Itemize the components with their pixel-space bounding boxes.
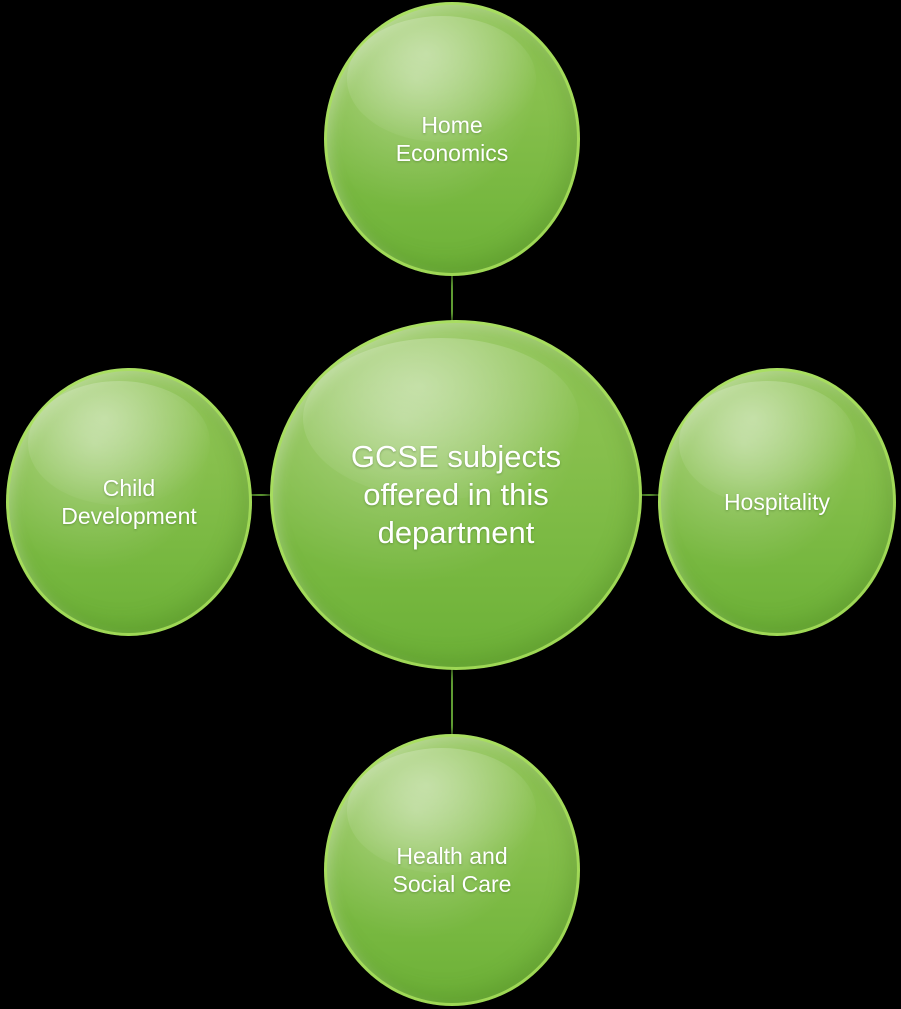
connector-hub-to-right	[636, 494, 664, 496]
connector-hub-to-top	[451, 272, 453, 326]
node-label-hospitality: Hospitality	[723, 488, 831, 515]
node-bubble-home-economics[interactable]: Home Economics	[324, 2, 580, 276]
hub-label: GCSE subjects offered in this department	[350, 439, 562, 550]
hub-bubble-gcse-subjects[interactable]: GCSE subjects offered in this department	[270, 320, 642, 670]
node-label-health-and-social-care: Health and Social Care	[392, 842, 512, 897]
node-label-home-economics: Home Economics	[395, 111, 509, 166]
node-bubble-health-and-social-care[interactable]: Health and Social Care	[324, 734, 580, 1006]
node-bubble-hospitality[interactable]: Hospitality	[658, 368, 896, 636]
connector-hub-to-bottom	[451, 666, 453, 738]
node-label-child-development: Child Development	[61, 474, 197, 529]
node-bubble-child-development[interactable]: Child Development	[6, 368, 252, 636]
connector-hub-to-left	[246, 494, 276, 496]
